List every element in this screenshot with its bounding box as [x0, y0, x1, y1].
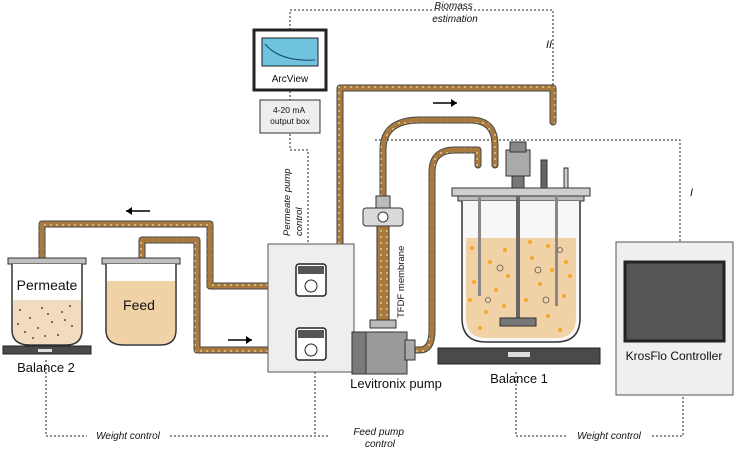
flow-arrows — [126, 99, 457, 344]
roman-two-label: II — [546, 39, 552, 51]
peristaltic-pump-icon — [295, 327, 327, 361]
peristaltic-pump-icon — [295, 263, 327, 297]
biomass-line — [289, 9, 554, 122]
arcview-screen — [261, 37, 319, 67]
balance-1-label: Balance 1 — [490, 371, 548, 386]
weight-control-right-label: Weight control — [577, 431, 642, 442]
feed-label: Feed — [123, 297, 155, 313]
krosflo-controller — [615, 241, 734, 396]
tfdf-membrane-label: TFDF membrane — [396, 246, 407, 318]
biomass-estimation-label: Biomass estimation — [432, 1, 478, 25]
cells — [468, 240, 572, 332]
arcview-label: ArcView — [272, 74, 309, 85]
weight-control-line-left — [45, 360, 330, 437]
balance-2-label: Balance 2 — [17, 360, 75, 375]
permeate-pump-control-label: Permeate pump control — [282, 166, 305, 236]
controller-screen — [623, 260, 726, 343]
krosflo-controller-label: KrosFlo Controller — [626, 349, 723, 363]
bioreactor — [451, 141, 591, 343]
signal-line-I — [375, 139, 681, 242]
output-box — [259, 99, 321, 134]
levitronix-pump — [351, 331, 416, 375]
balance-1 — [437, 347, 601, 365]
feed-vessel — [101, 257, 181, 346]
permeate-label: Permeate — [17, 277, 78, 293]
levitronix-pump-label: Levitronix pump — [350, 376, 442, 391]
roman-one-label: I — [690, 187, 693, 199]
krosflo-pump-panel — [267, 243, 355, 373]
output-to-pump-line — [289, 134, 309, 262]
weight-control-left-label: Weight control — [96, 431, 161, 442]
output-box-label: 4-20 mA output box — [270, 105, 310, 126]
permeate-vessel — [7, 257, 87, 346]
feed-pump-control-label: Feed pump control — [353, 427, 406, 450]
arcview-device — [252, 28, 328, 92]
balance-2 — [2, 345, 92, 355]
weight-control-line-right — [515, 372, 684, 437]
control-lines — [45, 9, 684, 437]
tfdf-membrane — [362, 195, 404, 329]
